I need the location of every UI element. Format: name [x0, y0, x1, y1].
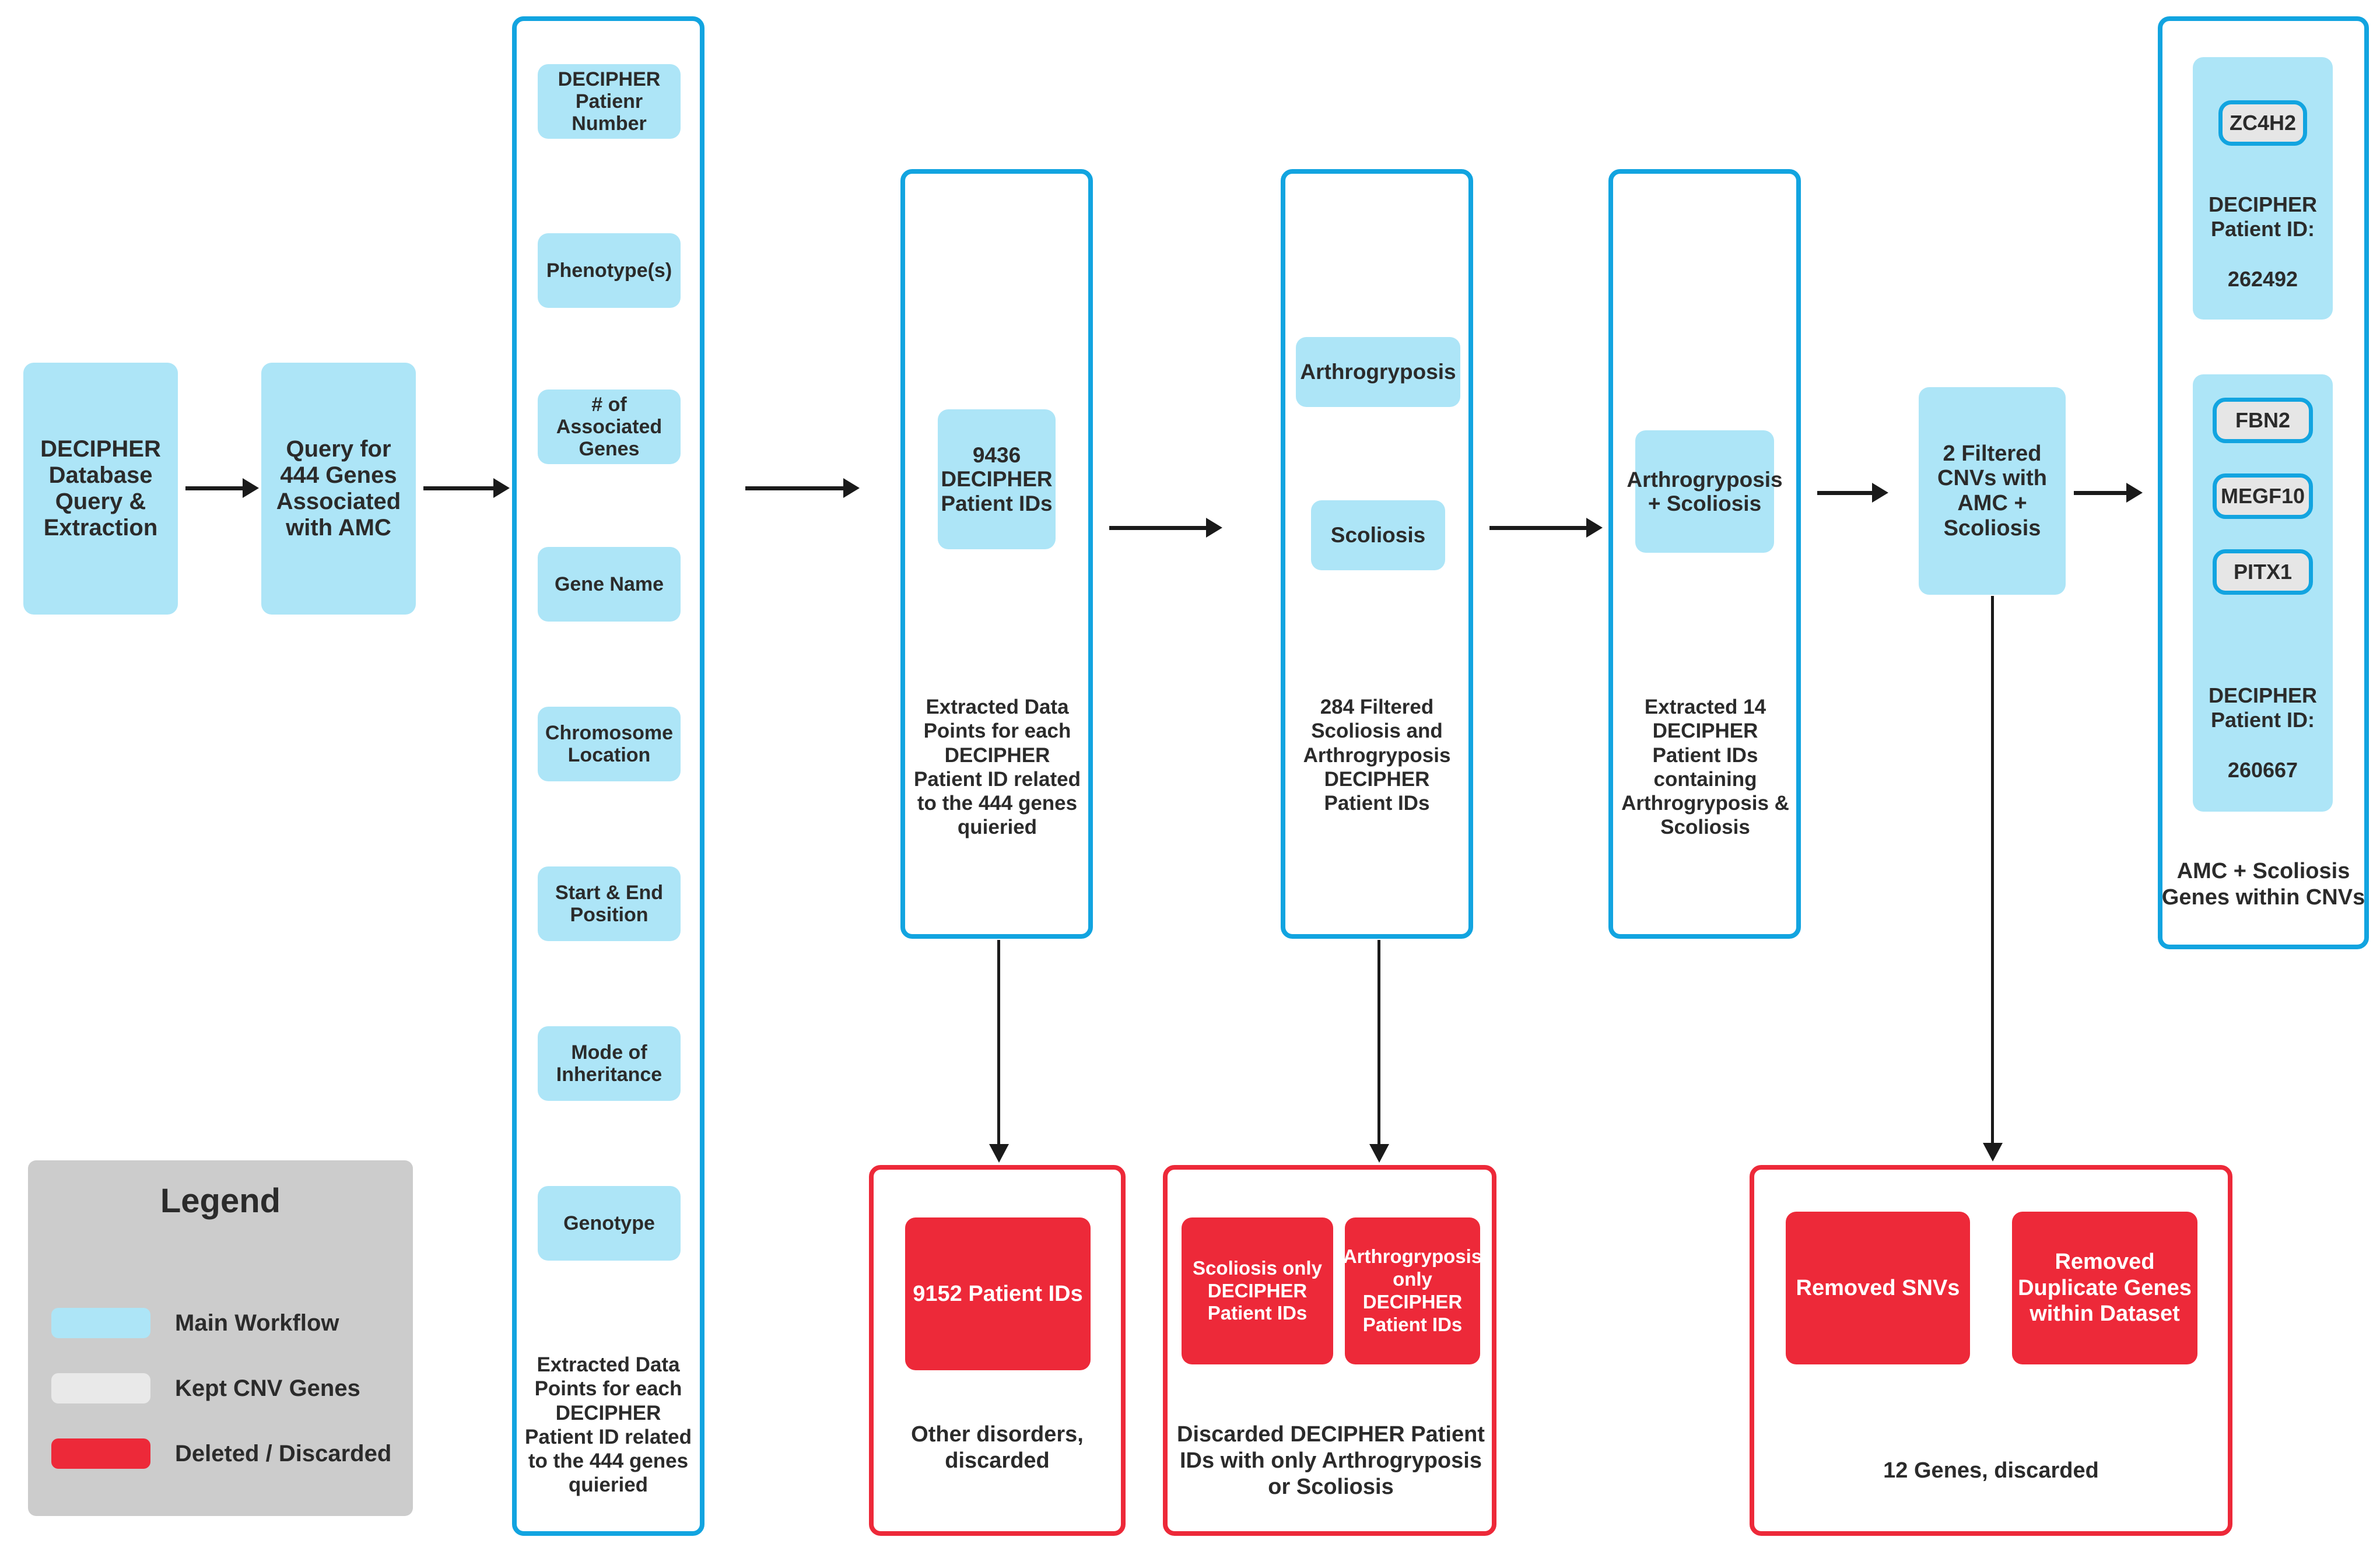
ids-panel-caption: Extracted Data Points for each DECIPHER …: [914, 696, 1081, 839]
combined-panel-caption: Extracted 14 DECIPHER Patient IDs contai…: [1621, 696, 1789, 839]
legend-label-main-workflow: Main Workflow: [175, 1310, 339, 1336]
legend-item-deleted-discarded: Deleted / Discarded: [51, 1438, 392, 1469]
legend-swatch-main-workflow: [51, 1308, 150, 1338]
gene-group-1-patient-label: DECIPHER Patient ID:: [2208, 192, 2318, 241]
chip-arthrogryposis[interactable]: Arthrogryposis: [1296, 337, 1460, 407]
arrow-datapoints-to-ids: [745, 478, 860, 498]
discarded-single-phenotype-caption: Discarded DECIPHER Patient IDs with only…: [1177, 1422, 1485, 1499]
datapoint-chip[interactable]: Phenotype(s): [538, 233, 681, 308]
datapoint-chip[interactable]: Start & End Position: [538, 866, 681, 941]
chip-arthrogryposis-plus-scoliosis[interactable]: Arthrogryposis + Scoliosis: [1627, 430, 1783, 553]
gene-group-2-patient-label: DECIPHER Patient ID:: [2208, 683, 2318, 732]
panel-9436-patient-ids: [900, 169, 1093, 939]
arrow-ids-to-discarded-other: [989, 940, 1009, 1163]
datapoint-chip[interactable]: Genotype: [538, 1186, 681, 1261]
node-decipher-db-query[interactable]: DECIPHER Database Query & Extraction: [23, 363, 178, 615]
legend-item-main-workflow: Main Workflow: [51, 1308, 390, 1338]
panel-14-combined-patient-ids: [1608, 169, 1801, 939]
legend-label-kept-cnv-genes: Kept CNV Genes: [175, 1375, 360, 1401]
genes-panel-caption: AMC + Scoliosis Genes within CNVs: [2161, 859, 2365, 910]
datapoints-panel-caption: Extracted Data Points for each DECIPHER …: [525, 1353, 692, 1497]
arrow-cnv-to-discarded-genes: [1983, 596, 2003, 1162]
gene-group-1-patient-id: 262492: [2227, 267, 2298, 291]
legend-swatch-kept-cnv-genes: [51, 1373, 150, 1403]
discarded-other-caption: Other disorders, discarded: [911, 1422, 1084, 1473]
arrow-phenotypes-to-discarded-single: [1369, 940, 1389, 1163]
legend-panel: Legend Main Workflow Kept CNV Genes Dele…: [28, 1160, 413, 1516]
chip-9436-decipher-patient-ids[interactable]: 9436 DECIPHER Patient IDs: [938, 409, 1056, 549]
chip-removed-snvs[interactable]: Removed SNVs: [1786, 1212, 1970, 1364]
legend-title: Legend: [160, 1182, 281, 1220]
node-query-444-genes[interactable]: Query for 444 Genes Associated with AMC: [261, 363, 416, 615]
gene-chip-zc4h2[interactable]: ZC4H2: [2218, 100, 2307, 146]
arrow-node2-to-datapoints: [423, 478, 510, 498]
chip-9152-patient-ids[interactable]: 9152 Patient IDs: [905, 1217, 1091, 1370]
arrow-node1-to-node2: [185, 478, 259, 498]
gene-chip-megf10[interactable]: MEGF10: [2213, 473, 2313, 519]
legend-swatch-deleted-discarded: [51, 1438, 150, 1469]
discarded-genes-caption: 12 Genes, discarded: [1883, 1458, 2099, 1483]
chip-scoliosis[interactable]: Scoliosis: [1311, 500, 1445, 570]
gene-chip-pitx1[interactable]: PITX1: [2213, 549, 2313, 595]
arrow-ids-to-phenotypes: [1109, 518, 1222, 538]
datapoint-chip[interactable]: DECIPHER Patienr Number: [538, 64, 681, 139]
pheno-panel-caption: 284 Filtered Scoliosis and Arthrogryposi…: [1303, 696, 1451, 815]
legend-label-deleted-discarded: Deleted / Discarded: [175, 1440, 392, 1466]
datapoint-chip[interactable]: Mode of Inheritance: [538, 1026, 681, 1101]
datapoint-chip[interactable]: Chromosome Location: [538, 707, 681, 781]
datapoint-chip[interactable]: Gene Name: [538, 547, 681, 622]
chip-arthrogryposis-only-ids[interactable]: Arthrogryposis only DECIPHER Patient IDs: [1343, 1217, 1482, 1364]
gene-group-2-patient-id: 260667: [2227, 758, 2298, 782]
chip-scoliosis-only-ids[interactable]: Scoliosis only DECIPHER Patient IDs: [1182, 1217, 1333, 1364]
arrow-cnv-to-genes: [2074, 483, 2143, 503]
node-2-filtered-cnvs[interactable]: 2 Filtered CNVs with AMC + Scoliosis: [1919, 387, 2066, 595]
arrow-combined-to-cnv: [1817, 483, 1888, 503]
datapoint-chip[interactable]: # of Associated Genes: [538, 390, 681, 464]
gene-chip-fbn2[interactable]: FBN2: [2213, 398, 2313, 443]
chip-removed-duplicate-genes[interactable]: Removed Duplicate Genes within Dataset: [2012, 1212, 2197, 1364]
legend-item-kept-cnv-genes: Kept CNV Genes: [51, 1373, 390, 1403]
arrow-phenotypes-to-combined: [1489, 518, 1603, 538]
